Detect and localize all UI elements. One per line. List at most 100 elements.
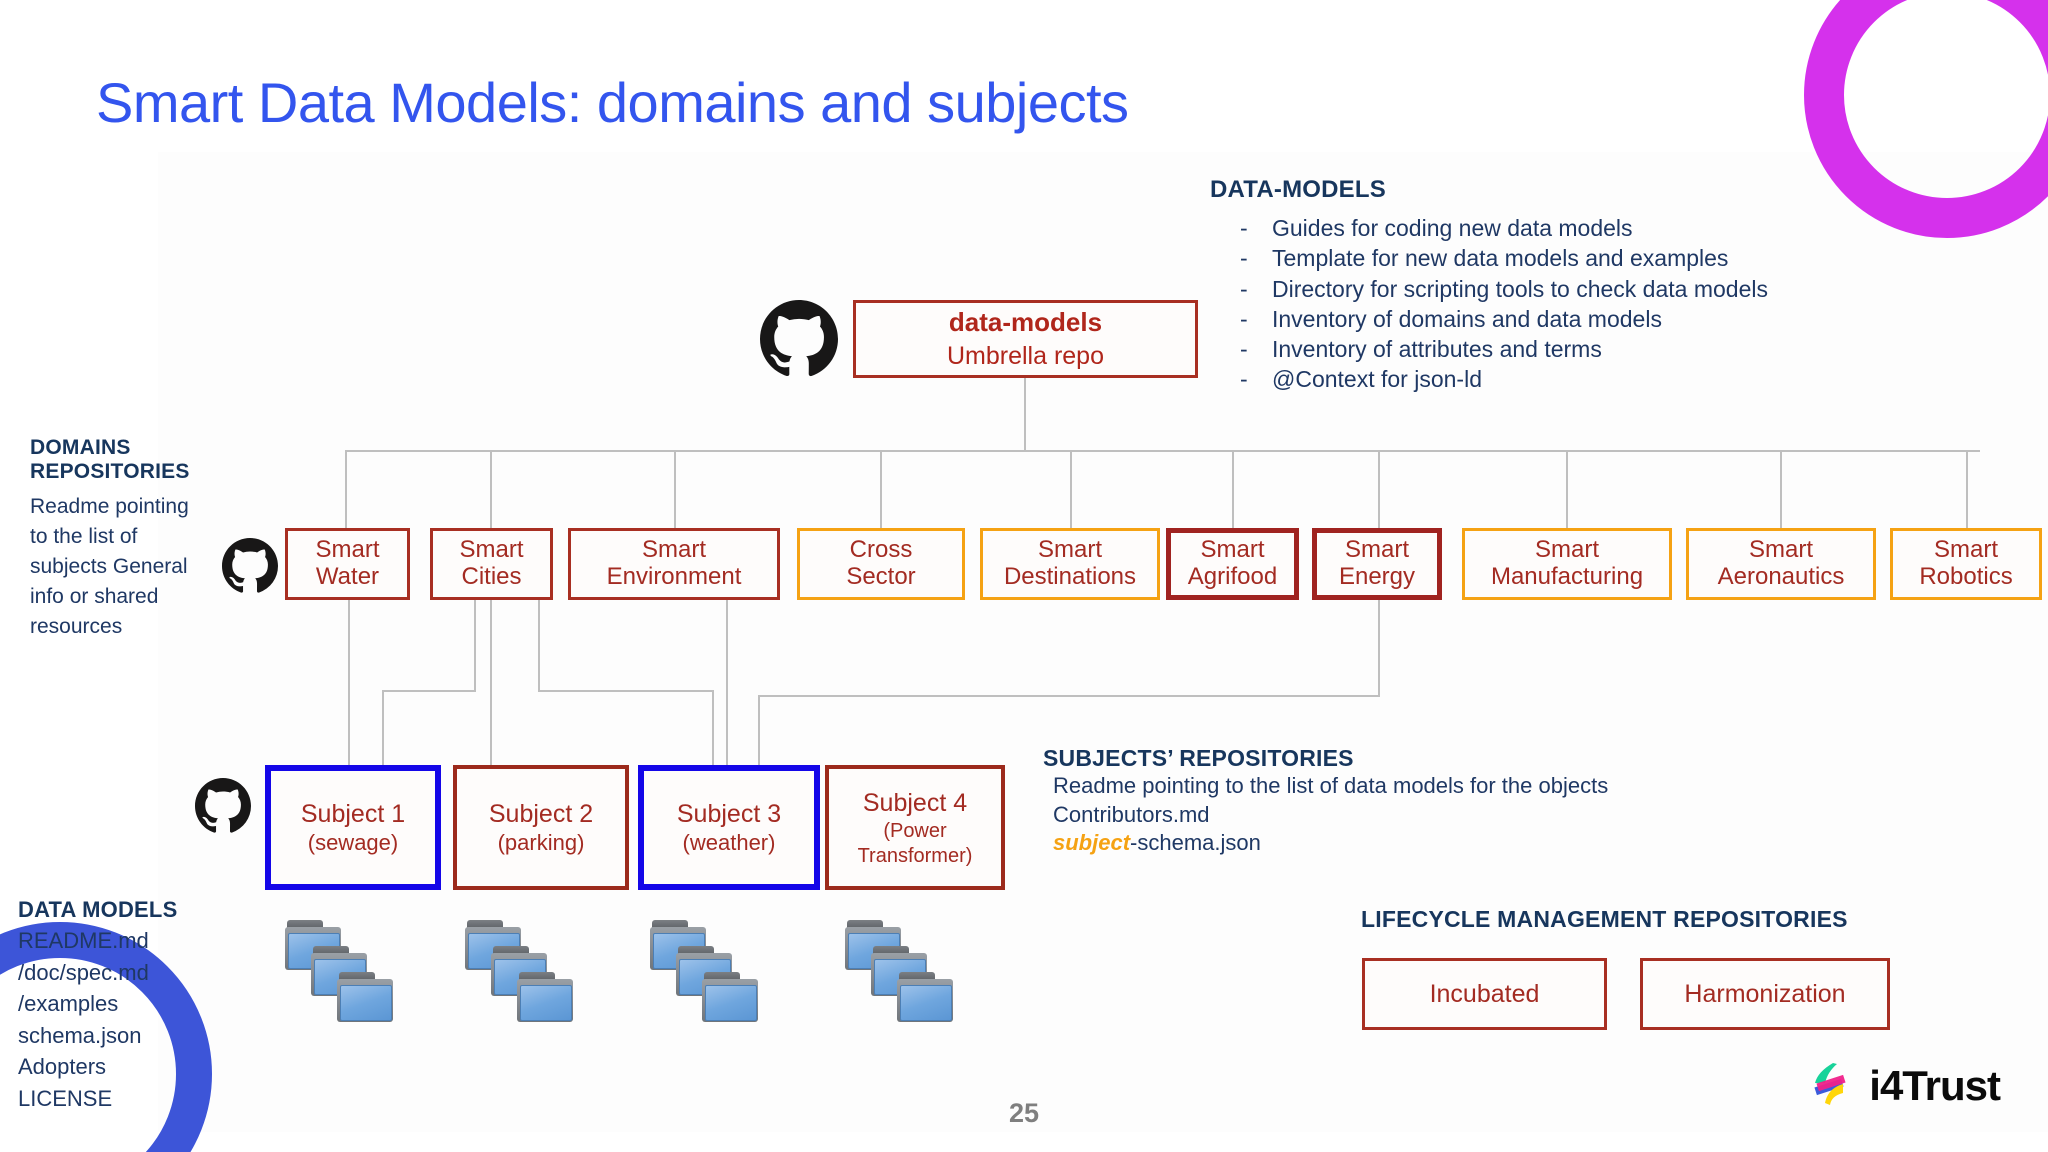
- i4trust-logo: i4Trust: [1803, 1057, 2001, 1114]
- list-item: README.md: [18, 928, 149, 953]
- list-item-label: Inventory of attributes and terms: [1272, 336, 1602, 363]
- domain-box-line2: Agrifood: [1187, 563, 1278, 590]
- connector-line: [880, 450, 882, 528]
- list-item: -Directory for scripting tools to check …: [1210, 275, 1930, 303]
- domain-box-line2: Aeronautics: [1717, 563, 1845, 590]
- connector-line: [1780, 450, 1782, 528]
- folder-icon: [897, 972, 953, 1022]
- lifecycle-heading: LIFECYCLE MANAGEMENT REPOSITORIES: [1361, 906, 1848, 932]
- subjects-repositories-line1: Readme pointing to the list of data mode…: [1053, 773, 1609, 798]
- connector-line: [538, 690, 712, 692]
- subject-box-line2: (parking): [497, 829, 585, 855]
- folder-stack-icon: [650, 920, 770, 1035]
- umbrella-repo-box[interactable]: data-models Umbrella repo: [853, 300, 1198, 378]
- domain-box-line1: Smart: [1200, 536, 1265, 564]
- connector-line: [345, 450, 347, 528]
- domain-box-line1: Smart: [315, 536, 380, 564]
- github-icon: [195, 778, 251, 834]
- domain-box-line2: Water: [315, 563, 380, 590]
- connector-line: [490, 450, 492, 528]
- connector-bus-horizontal: [345, 450, 1980, 452]
- bullet-dash: -: [1240, 275, 1248, 302]
- data-models-bullet-list: -Guides for coding new data models -Temp…: [1210, 214, 1930, 394]
- subjects-repositories-description: SUBJECTS’ REPOSITORIES Readme pointing t…: [1043, 745, 1803, 858]
- data-models-files-heading: DATA MODELS: [18, 897, 178, 922]
- connector-line: [382, 690, 384, 765]
- connector-line: [1378, 450, 1380, 528]
- list-item: /examples: [18, 991, 119, 1016]
- connector-line: [758, 695, 760, 765]
- folder-stack-icon: [285, 920, 405, 1035]
- bullet-dash: -: [1240, 366, 1248, 393]
- bullet-dash: -: [1240, 245, 1248, 272]
- i4trust-wordmark: i4Trust: [1869, 1061, 2001, 1109]
- domain-box-line2: Robotics: [1919, 563, 2013, 590]
- subject-box[interactable]: Subject 3(weather): [638, 765, 820, 890]
- connector-line: [1232, 450, 1234, 528]
- domain-box-line1: Cross: [849, 536, 913, 564]
- connector-line: [1378, 600, 1380, 695]
- subject-box-line2: (weather): [682, 829, 776, 855]
- page-title: Smart Data Models: domains and subjects: [96, 71, 1129, 134]
- subjects-repositories-line2: Contributors.md: [1053, 801, 1210, 827]
- list-item-label: Directory for scripting tools to check d…: [1272, 275, 1768, 302]
- connector-line: [1566, 450, 1568, 528]
- subjects-repositories-line3: subject-schema.json: [1053, 829, 1803, 858]
- domain-box-line2: Manufacturing: [1490, 563, 1644, 590]
- connector-line: [726, 600, 728, 765]
- domain-box-line1: Smart: [1037, 536, 1102, 564]
- list-item: Adopters: [18, 1054, 107, 1079]
- subject-box-line1: Subject 1: [300, 799, 406, 828]
- connector-line: [490, 600, 492, 765]
- lifecycle-box[interactable]: Incubated: [1362, 958, 1607, 1030]
- domains-repositories-heading-line2: REPOSITORIES: [30, 460, 190, 484]
- umbrella-repo-subtitle: Umbrella repo: [946, 341, 1104, 370]
- bullet-dash: -: [1240, 305, 1248, 332]
- data-models-description: DATA-MODELS -Guides for coding new data …: [1210, 176, 1930, 396]
- folder-stack-icon: [465, 920, 585, 1035]
- subject-box-line2: (Power: [883, 819, 947, 842]
- domain-box-line1: Smart: [1344, 536, 1409, 564]
- subject-box-line1: Subject 4: [862, 788, 968, 817]
- schema-suffix: -schema.json: [1130, 830, 1261, 856]
- subject-box-line2: (sewage): [307, 829, 399, 855]
- domain-box-line2: Cities: [461, 563, 522, 590]
- lifecycle-box[interactable]: Harmonization: [1640, 958, 1890, 1030]
- subject-box-line1: Subject 2: [488, 799, 594, 828]
- list-item: /doc/spec.md: [18, 959, 149, 985]
- connector-line: [474, 600, 476, 690]
- bullet-dash: -: [1240, 215, 1248, 241]
- github-icon: [760, 300, 838, 378]
- domains-repositories-heading-line1: DOMAINS: [30, 436, 131, 459]
- connector-line: [1070, 450, 1072, 528]
- list-item: schema.json: [18, 1022, 142, 1048]
- connector-line: [538, 600, 540, 690]
- connector-line: [712, 690, 714, 765]
- list-item: -@Context for json-ld: [1210, 365, 1930, 393]
- page-number: 25: [1008, 1098, 1040, 1128]
- domain-box-line1: Smart: [1748, 536, 1813, 564]
- domain-box-line1: Smart: [459, 536, 524, 564]
- list-item-label: @Context for json-ld: [1272, 366, 1482, 393]
- bullet-dash: -: [1240, 336, 1248, 363]
- github-icon: [222, 538, 278, 594]
- domain-box-line2: Environment: [606, 563, 742, 590]
- subject-box[interactable]: Subject 2(parking): [453, 765, 629, 890]
- i4trust-mark-icon: [1803, 1057, 1855, 1114]
- subject-box[interactable]: Subject 1(sewage): [265, 765, 441, 890]
- domains-repositories-description: DOMAINS REPOSITORIES Readme pointing to …: [30, 436, 210, 641]
- data-models-files-block: DATA MODELS README.md /doc/spec.md /exam…: [18, 897, 228, 1112]
- connector-line: [348, 600, 350, 765]
